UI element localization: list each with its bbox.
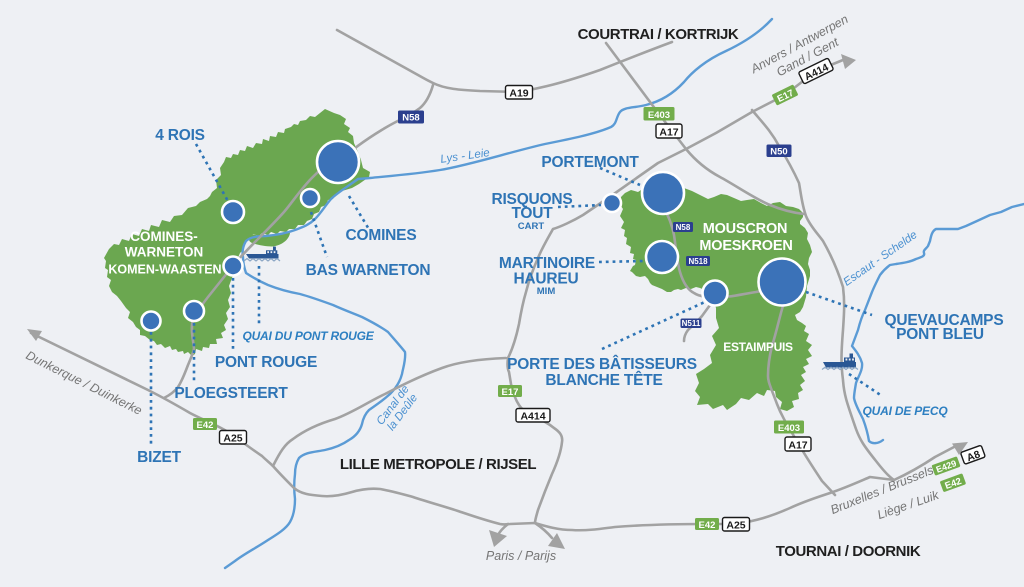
svg-text:COMINES-: COMINES-	[130, 229, 198, 244]
svg-text:A25: A25	[223, 433, 242, 445]
svg-text:A17: A17	[659, 127, 678, 139]
svg-text:BLANCHE TÊTE: BLANCHE TÊTE	[545, 371, 662, 389]
svg-text:TOUT: TOUT	[511, 205, 553, 222]
svg-text:WARNETON: WARNETON	[125, 245, 204, 260]
svg-text:MOESKROEN: MOESKROEN	[699, 238, 792, 254]
svg-text:MIM: MIM	[537, 286, 556, 297]
svg-text:COURTRAI / KORTRIJK: COURTRAI / KORTRIJK	[578, 26, 739, 43]
svg-text:PORTE DES BÂTISSEURS: PORTE DES BÂTISSEURS	[507, 355, 697, 373]
svg-text:QUEVAUCAMPS: QUEVAUCAMPS	[885, 312, 1004, 329]
svg-text:E403: E403	[648, 110, 670, 121]
svg-text:PONT ROUGE: PONT ROUGE	[215, 354, 317, 371]
svg-text:LILLE METROPOLE / RIJSEL: LILLE METROPOLE / RIJSEL	[340, 456, 536, 473]
svg-text:BAS WARNETON: BAS WARNETON	[306, 262, 431, 279]
svg-text:PORTEMONT: PORTEMONT	[541, 154, 639, 171]
svg-text:E42: E42	[699, 520, 716, 531]
svg-text:COMINES: COMINES	[346, 227, 417, 244]
svg-text:A17: A17	[788, 440, 807, 452]
svg-text:E403: E403	[778, 423, 800, 434]
svg-text:N58: N58	[402, 113, 419, 124]
svg-text:QUAI DE PECQ: QUAI DE PECQ	[863, 404, 949, 418]
svg-text:N518: N518	[688, 257, 708, 266]
svg-text:E42: E42	[197, 420, 214, 431]
svg-text:BIZET: BIZET	[137, 449, 182, 466]
svg-text:HAUREU: HAUREU	[513, 271, 578, 288]
svg-text:E17: E17	[502, 387, 519, 398]
svg-text:KOMEN-WAASTEN: KOMEN-WAASTEN	[108, 263, 221, 277]
svg-text:ESTAIMPUIS: ESTAIMPUIS	[723, 340, 793, 354]
svg-text:N511: N511	[682, 319, 701, 328]
svg-text:A8: A8	[965, 448, 982, 464]
svg-text:Paris / Parijs: Paris / Parijs	[486, 549, 556, 563]
svg-text:QUAI DU PONT ROUGE: QUAI DU PONT ROUGE	[242, 329, 374, 343]
svg-text:A19: A19	[509, 88, 528, 100]
svg-text:PLOEGSTEERT: PLOEGSTEERT	[174, 385, 288, 402]
svg-text:A414: A414	[520, 411, 545, 423]
svg-text:MOUSCRON: MOUSCRON	[703, 221, 788, 237]
svg-text:4 ROIS: 4 ROIS	[155, 127, 205, 144]
svg-text:N50: N50	[770, 147, 787, 158]
svg-text:MARTINOIRE: MARTINOIRE	[499, 255, 595, 272]
svg-text:RISQUONS: RISQUONS	[491, 191, 572, 208]
svg-text:PONT BLEU: PONT BLEU	[896, 326, 984, 343]
svg-text:N58: N58	[676, 223, 691, 232]
svg-text:A25: A25	[726, 520, 745, 532]
svg-text:TOURNAI / DOORNIK: TOURNAI / DOORNIK	[776, 543, 921, 560]
svg-text:E42: E42	[944, 476, 964, 492]
svg-text:CART: CART	[518, 221, 545, 232]
